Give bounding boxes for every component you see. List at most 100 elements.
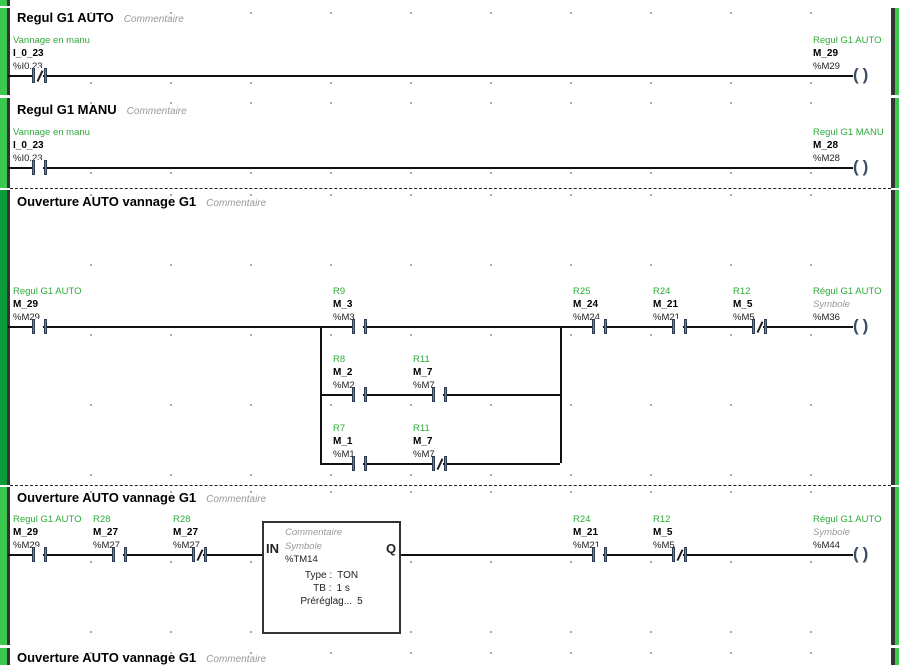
grid-dot [650, 82, 652, 84]
rung-right-rail [895, 190, 899, 485]
coil-icon[interactable]: () [853, 544, 873, 564]
rung-title[interactable]: Regul G1 MANU Commentaire [17, 102, 187, 119]
element-comment: R8 [333, 354, 346, 365]
timer-param-value: 5 [357, 596, 363, 607]
grid-dot [330, 264, 332, 266]
timer-param-label: Préréglag... [300, 596, 353, 607]
normally-open-contact-icon[interactable] [354, 319, 363, 334]
grid-dot [410, 404, 412, 406]
element-address: %M29 [813, 61, 840, 72]
element-comment: R11 [413, 423, 430, 434]
coil-icon[interactable]: () [853, 157, 873, 177]
coil-icon[interactable]: () [853, 316, 873, 336]
left-power-rail [7, 98, 10, 188]
grid-dot [90, 334, 92, 336]
rung-comment[interactable]: Commentaire [206, 654, 267, 665]
normally-open-contact-icon[interactable] [434, 387, 443, 402]
timer-comment: Commentaire [285, 527, 343, 538]
timer-block[interactable] [262, 521, 401, 634]
element-comment: R25 [573, 286, 591, 297]
element-comment: R7 [333, 423, 346, 434]
element-symbol: M_21 [653, 299, 679, 310]
grid-dot [90, 561, 92, 563]
rung-comment[interactable]: Commentaire [206, 198, 267, 209]
timer-param-label: Type : [304, 570, 333, 581]
rung-comment[interactable]: Commentaire [126, 106, 187, 117]
grid-dot [250, 404, 252, 406]
element-symbol: M_5 [653, 527, 673, 538]
normally-open-contact-icon[interactable] [34, 319, 43, 334]
rung-left-rail[interactable] [0, 190, 7, 485]
grid-dot [490, 172, 492, 174]
rung-comment[interactable]: Commentaire [123, 14, 184, 25]
grid-dot [410, 102, 412, 104]
element-symbol: Symbole [813, 527, 850, 538]
contact-bar [444, 387, 447, 402]
grid-dot [170, 194, 172, 196]
element-symbol: M_29 [813, 48, 839, 59]
normally-open-contact-icon[interactable] [34, 160, 43, 175]
normally-open-contact-icon[interactable] [594, 547, 603, 562]
contact-bar [684, 547, 687, 562]
grid-dot [810, 102, 812, 104]
element-address: %M21 [573, 540, 600, 551]
normally-open-contact-icon[interactable] [354, 387, 363, 402]
grid-dot [730, 264, 732, 266]
timer-param-label: TB : [313, 583, 332, 594]
grid-dot [810, 194, 812, 196]
grid-dot [90, 194, 92, 196]
element-symbol: M_7 [413, 436, 433, 447]
grid-dot [170, 652, 172, 654]
wire [8, 167, 855, 169]
element-address: %M5 [733, 312, 755, 323]
grid-dot [410, 194, 412, 196]
rung-comment[interactable]: Commentaire [206, 494, 267, 505]
element-address: %M2 [333, 380, 355, 391]
contact-bar [124, 547, 127, 562]
contact-bar [352, 319, 355, 334]
right-power-rail [891, 648, 895, 665]
rung-left-rail[interactable] [0, 487, 7, 645]
normally-open-contact-icon[interactable] [354, 456, 363, 471]
grid-dot [170, 264, 172, 266]
wire [8, 75, 855, 77]
rung-left-rail[interactable] [0, 98, 7, 188]
rung-left-rail[interactable] [0, 648, 7, 665]
grid-dot [170, 12, 172, 14]
rung-title-text: Regul G1 MANU [17, 102, 117, 117]
normally-open-contact-icon[interactable] [34, 547, 43, 562]
grid-dot [170, 102, 172, 104]
normally-open-contact-icon[interactable] [114, 547, 123, 562]
rung-left-rail[interactable] [0, 8, 7, 95]
left-power-rail [7, 648, 10, 665]
grid-dot [90, 264, 92, 266]
grid-dot [730, 172, 732, 174]
rung-right-rail [895, 8, 899, 95]
grid-dot [730, 194, 732, 196]
grid-dot [570, 172, 572, 174]
grid-dot [570, 561, 572, 563]
grid-dot [250, 12, 252, 14]
left-rail [0, 0, 7, 6]
timer-param-value: TON [337, 570, 359, 581]
grid-dot [490, 631, 492, 633]
grid-dot [410, 12, 412, 14]
contact-bar [352, 387, 355, 402]
contact-bar [752, 319, 755, 334]
coil-icon[interactable]: () [853, 65, 873, 85]
grid-dot [250, 102, 252, 104]
right-power-rail [891, 8, 895, 95]
grid-dot [810, 404, 812, 406]
grid-dot [570, 474, 572, 476]
grid-dot [250, 474, 252, 476]
element-address: %M7 [413, 449, 435, 460]
normally-open-contact-icon[interactable] [594, 319, 603, 334]
right-power-rail [891, 98, 895, 188]
wire [400, 554, 855, 556]
normally-open-contact-icon[interactable] [674, 319, 683, 334]
element-comment: R12 [653, 514, 671, 525]
